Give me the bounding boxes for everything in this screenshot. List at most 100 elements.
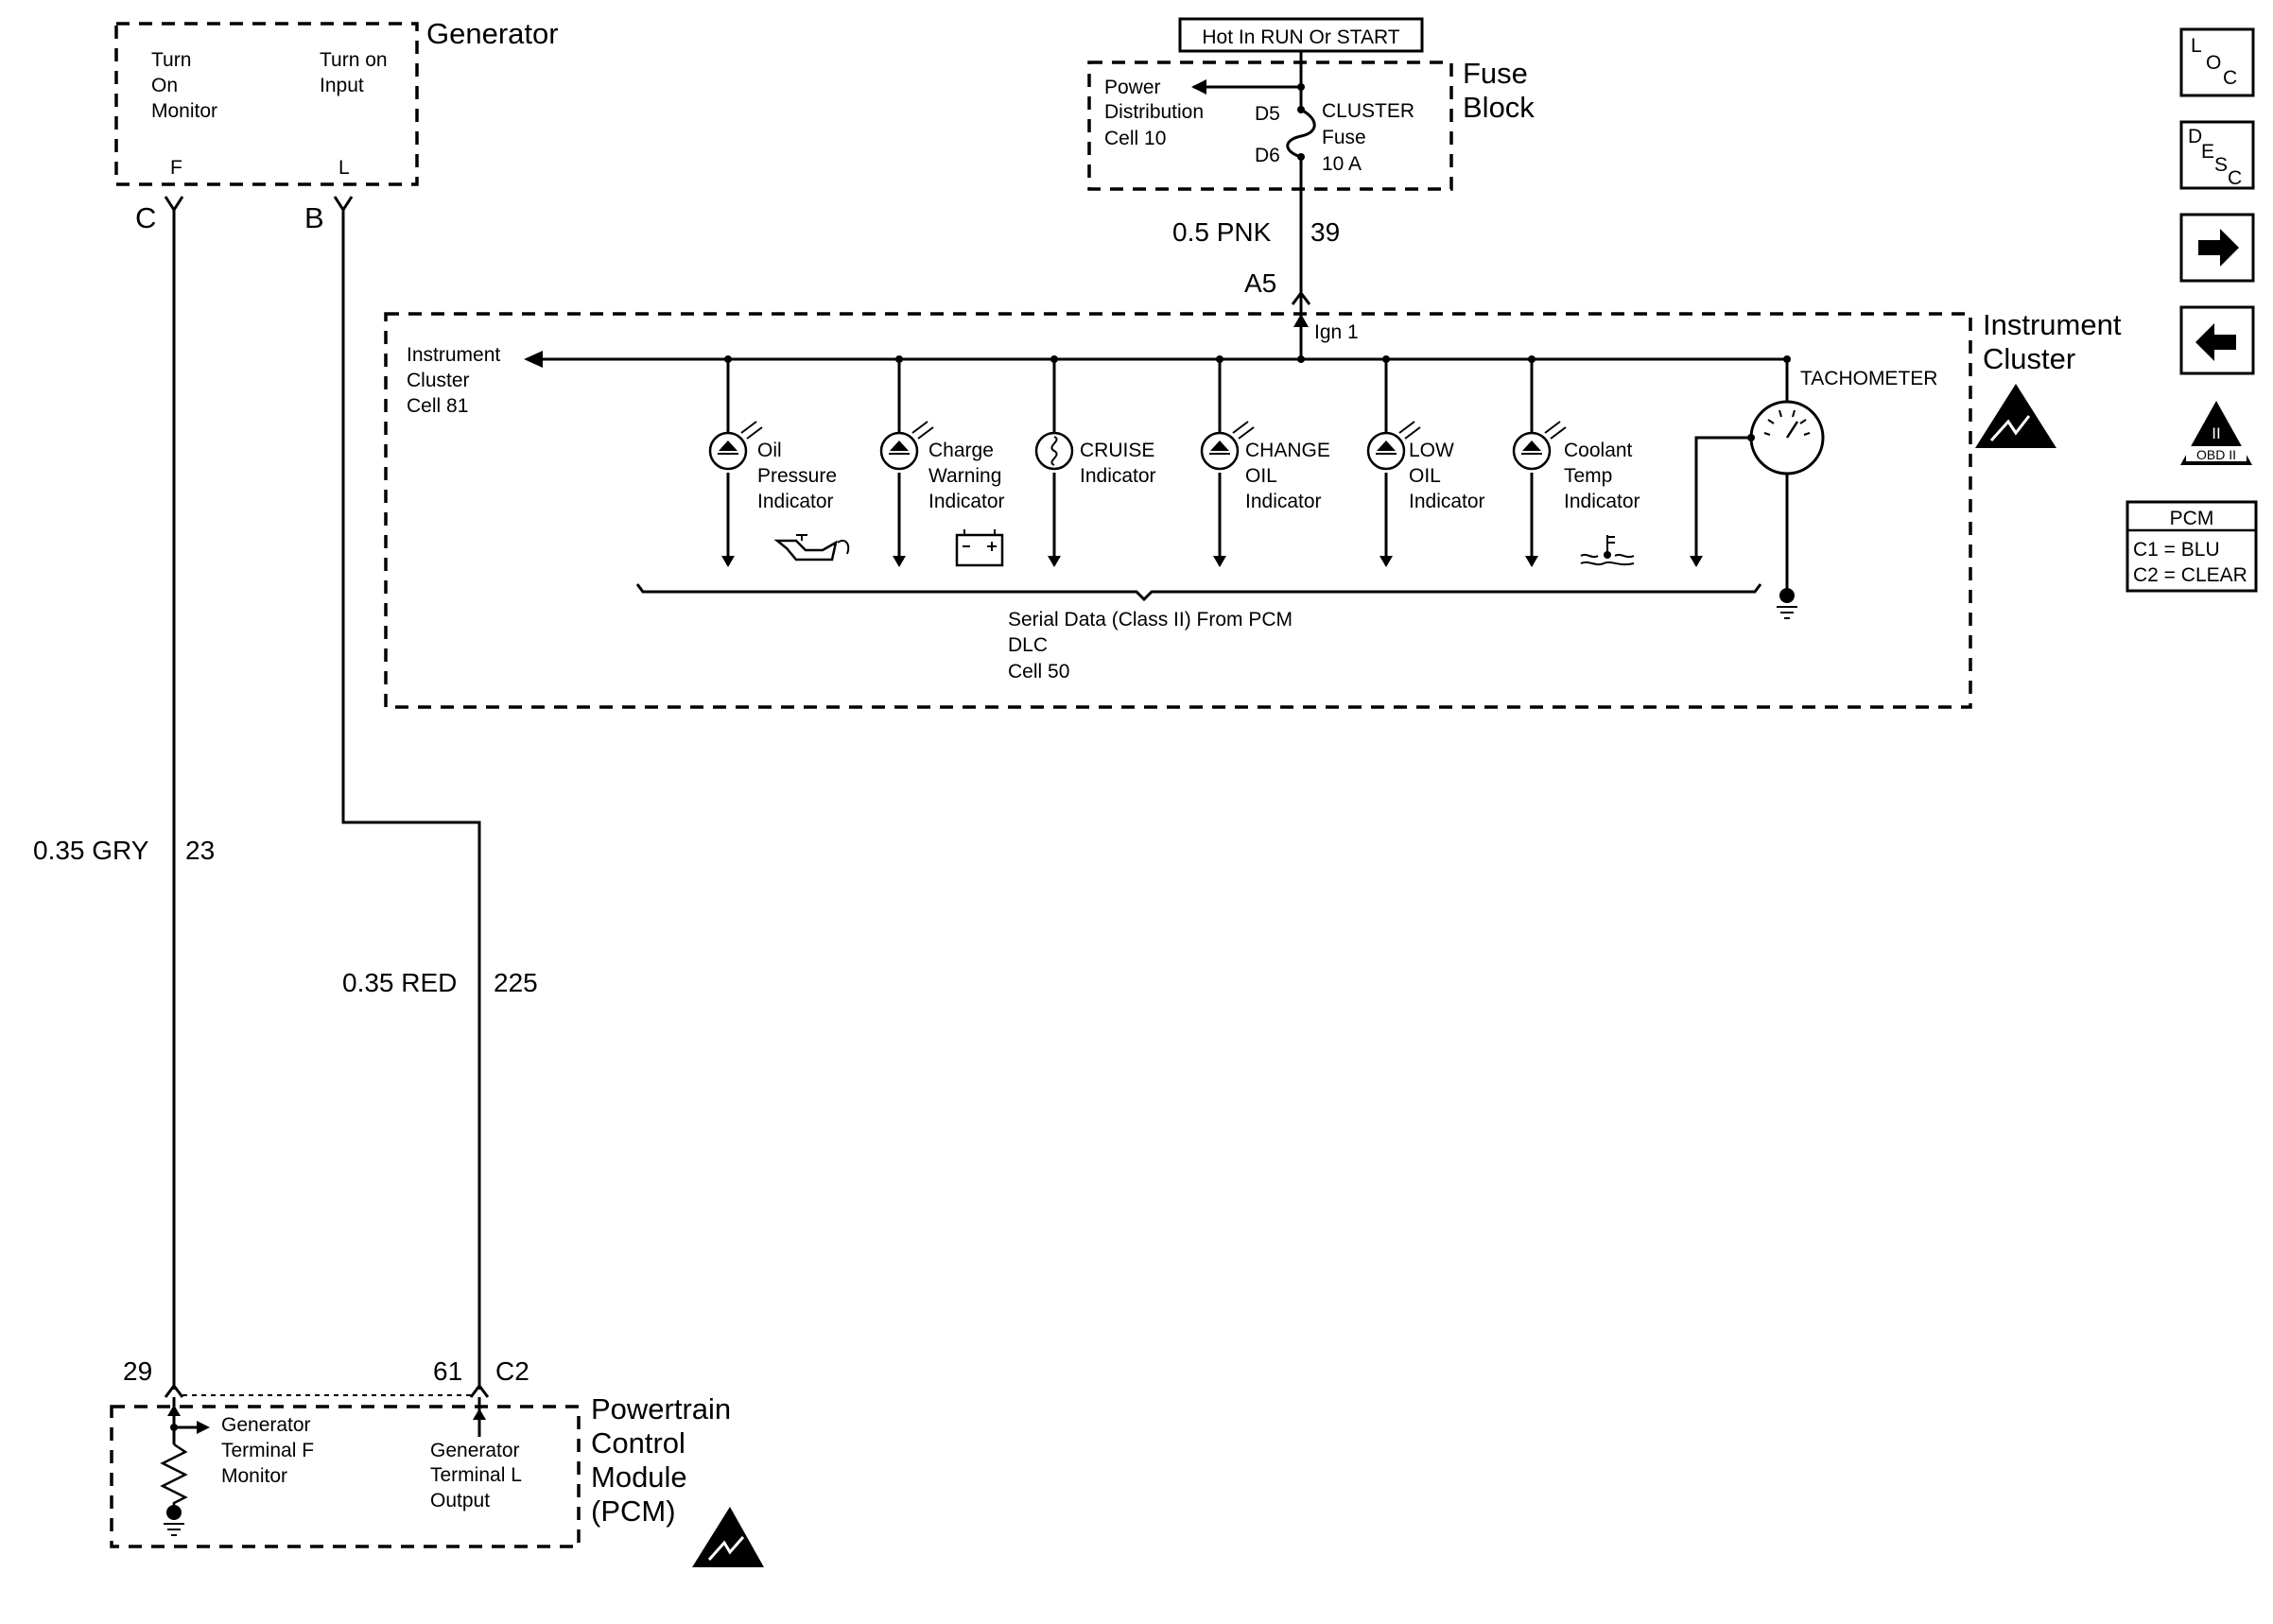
pcm-title-line-2: Control <box>591 1426 685 1460</box>
red-wire <box>341 210 481 1390</box>
arrow-left-icon <box>1191 79 1206 95</box>
turn-on-monitor-line-1: Turn <box>151 49 191 71</box>
arrow-down-icon <box>1048 556 1061 567</box>
coolant-temp-label-line-2: Temp <box>1564 465 1612 487</box>
arrow-up-icon <box>1293 314 1309 327</box>
desc-button[interactable]: D E S C <box>2179 120 2255 190</box>
low-oil-indicator: LOW OIL Indicator <box>1366 355 1485 567</box>
pin-d5-label: D5 <box>1255 103 1280 125</box>
low-oil-label-line-3: Indicator <box>1409 491 1485 512</box>
desc-letter-d: D <box>2188 126 2202 147</box>
fuse-block: Hot In RUN Or START Fuse Block Power Dis… <box>1087 17 1535 304</box>
loc-letter-o: O <box>2206 52 2221 74</box>
generator-block: Generator Turn On Monitor Turn on Input … <box>114 17 559 234</box>
fuse-block-box <box>1087 60 1453 191</box>
power-distribution-line-2: Distribution <box>1104 101 1204 123</box>
obd-ii-button[interactable]: II OBD II <box>2180 401 2252 465</box>
pcm-legend-box <box>2126 500 2258 593</box>
change-oil-label-line-3: Indicator <box>1245 491 1322 512</box>
pcm-pin-29-connector-icon <box>164 1383 184 1398</box>
fuse-icon <box>1286 108 1316 159</box>
pcm-block: 29 61 C2 Powertrain Control Module (PCM)… <box>110 1356 764 1567</box>
arrow-up-icon <box>167 1405 181 1416</box>
generator-box <box>114 22 419 186</box>
serial-data-bracket <box>635 583 1762 602</box>
sidebar: L O C D E S C II OBD II PCM <box>2126 27 2258 593</box>
pnk-wire-circuit: 39 <box>1310 217 1340 247</box>
charge-warning-label-line-1: Charge <box>928 440 994 461</box>
pnk-wire-color: 0.5 PNK <box>1172 217 1272 247</box>
pin-l-label: L <box>338 157 350 179</box>
turn-on-monitor-line-3: Monitor <box>151 100 217 122</box>
cluster-fuse-line-3: 10 A <box>1322 153 1362 175</box>
coolant-temp-label-line-3: Indicator <box>1564 491 1640 512</box>
serial-data-line-3: Cell 50 <box>1008 661 1069 682</box>
pcm-connector-legend: PCM C1 = BLU C2 = CLEAR <box>2126 500 2258 593</box>
connector-a5-icon <box>1291 290 1311 305</box>
instrument-cluster-title-line-2: Cluster <box>1983 342 2075 375</box>
f-monitor-label-line-1: Generator <box>221 1414 311 1436</box>
pin-d6-label: D6 <box>1255 145 1280 166</box>
gry-wire-circuit: 23 <box>185 836 215 865</box>
l-output-label-line-1: Generator <box>430 1440 520 1461</box>
charge-warning-label-line-3: Indicator <box>928 491 1005 512</box>
gry-wire-color: 0.35 GRY <box>33 836 149 865</box>
change-oil-indicator: CHANGE OIL Indicator <box>1200 355 1330 567</box>
arrow-down-icon <box>1213 556 1226 567</box>
hot-in-run-label: Hot In RUN Or START <box>1202 26 1399 48</box>
serial-data-line-1: Serial Data (Class II) From PCM <box>1008 609 1293 631</box>
arrow-up-icon <box>473 1408 486 1420</box>
instrument-cluster: Instrument Cluster Ign 1 Instrument Clus… <box>384 304 2122 709</box>
change-oil-label-line-2: OIL <box>1245 465 1277 487</box>
arrow-right-icon <box>2198 229 2239 267</box>
cluster-cell-line-1: Instrument <box>407 344 500 366</box>
junction-dot <box>1297 83 1305 91</box>
resistor-icon <box>160 1443 188 1509</box>
pcm-box <box>110 1405 581 1548</box>
low-oil-label-line-2: OIL <box>1409 465 1441 487</box>
pin-f-label: F <box>170 157 182 179</box>
loc-button[interactable]: L O C <box>2179 27 2255 97</box>
cluster-cell-line-3: Cell 81 <box>407 395 468 417</box>
pin-29-label: 29 <box>123 1356 152 1386</box>
battery-icon <box>955 529 1004 567</box>
obd-ii-numeral: II <box>2212 424 2220 442</box>
connector-a5-label: A5 <box>1244 268 1276 298</box>
desc-letter-s: S <box>2214 154 2228 176</box>
oil-pressure-label-line-2: Pressure <box>757 465 837 487</box>
pcm-legend-title: PCM <box>2170 508 2214 529</box>
cruise-indicator: CRUISE Indicator <box>1034 355 1156 567</box>
red-wire-color: 0.35 RED <box>342 968 457 997</box>
oil-can-icon <box>773 534 850 561</box>
coolant-temp-indicator: Coolant Temp Indicator <box>1512 355 1640 567</box>
fuse-block-title-line-2: Block <box>1463 91 1535 124</box>
ground-icon <box>1777 588 1797 619</box>
l-output-label-line-2: Terminal L <box>430 1464 522 1486</box>
power-distribution-line-1: Power <box>1104 77 1161 98</box>
cluster-fuse-line-2: Fuse <box>1322 127 1366 148</box>
f-monitor-label-line-2: Terminal F <box>221 1440 314 1461</box>
arrow-right-icon <box>197 1421 210 1434</box>
change-oil-label-line-1: CHANGE <box>1245 440 1330 461</box>
obd-ii-label: OBD II <box>2196 447 2236 462</box>
previous-button[interactable] <box>2179 305 2255 375</box>
oil-pressure-label-line-1: Oil <box>757 440 782 461</box>
connector-b-label: B <box>304 201 324 234</box>
arrow-down-icon <box>893 556 906 567</box>
cruise-label-line-1: CRUISE <box>1080 440 1154 461</box>
indicator-group: Oil Pressure Indicator Charge War <box>708 355 1640 567</box>
turn-on-input-line-1: Turn on <box>320 49 388 71</box>
desc-letter-e: E <box>2201 141 2214 163</box>
esd-warning-icon <box>1975 384 2056 448</box>
ign-1-label: Ign 1 <box>1314 321 1359 343</box>
tachometer-label: TACHOMETER <box>1800 368 1937 389</box>
instrument-cluster-title-line-1: Instrument <box>1983 308 2122 341</box>
connector-c2-label: C2 <box>495 1356 529 1386</box>
junction-dot <box>1297 355 1305 363</box>
turn-on-monitor-line-2: On <box>151 75 178 96</box>
coolant-temp-label-line-1: Coolant <box>1564 440 1633 461</box>
serial-data-line-2: DLC <box>1008 634 1048 656</box>
oil-pressure-indicator: Oil Pressure Indicator <box>708 355 850 567</box>
next-button[interactable] <box>2179 213 2255 283</box>
